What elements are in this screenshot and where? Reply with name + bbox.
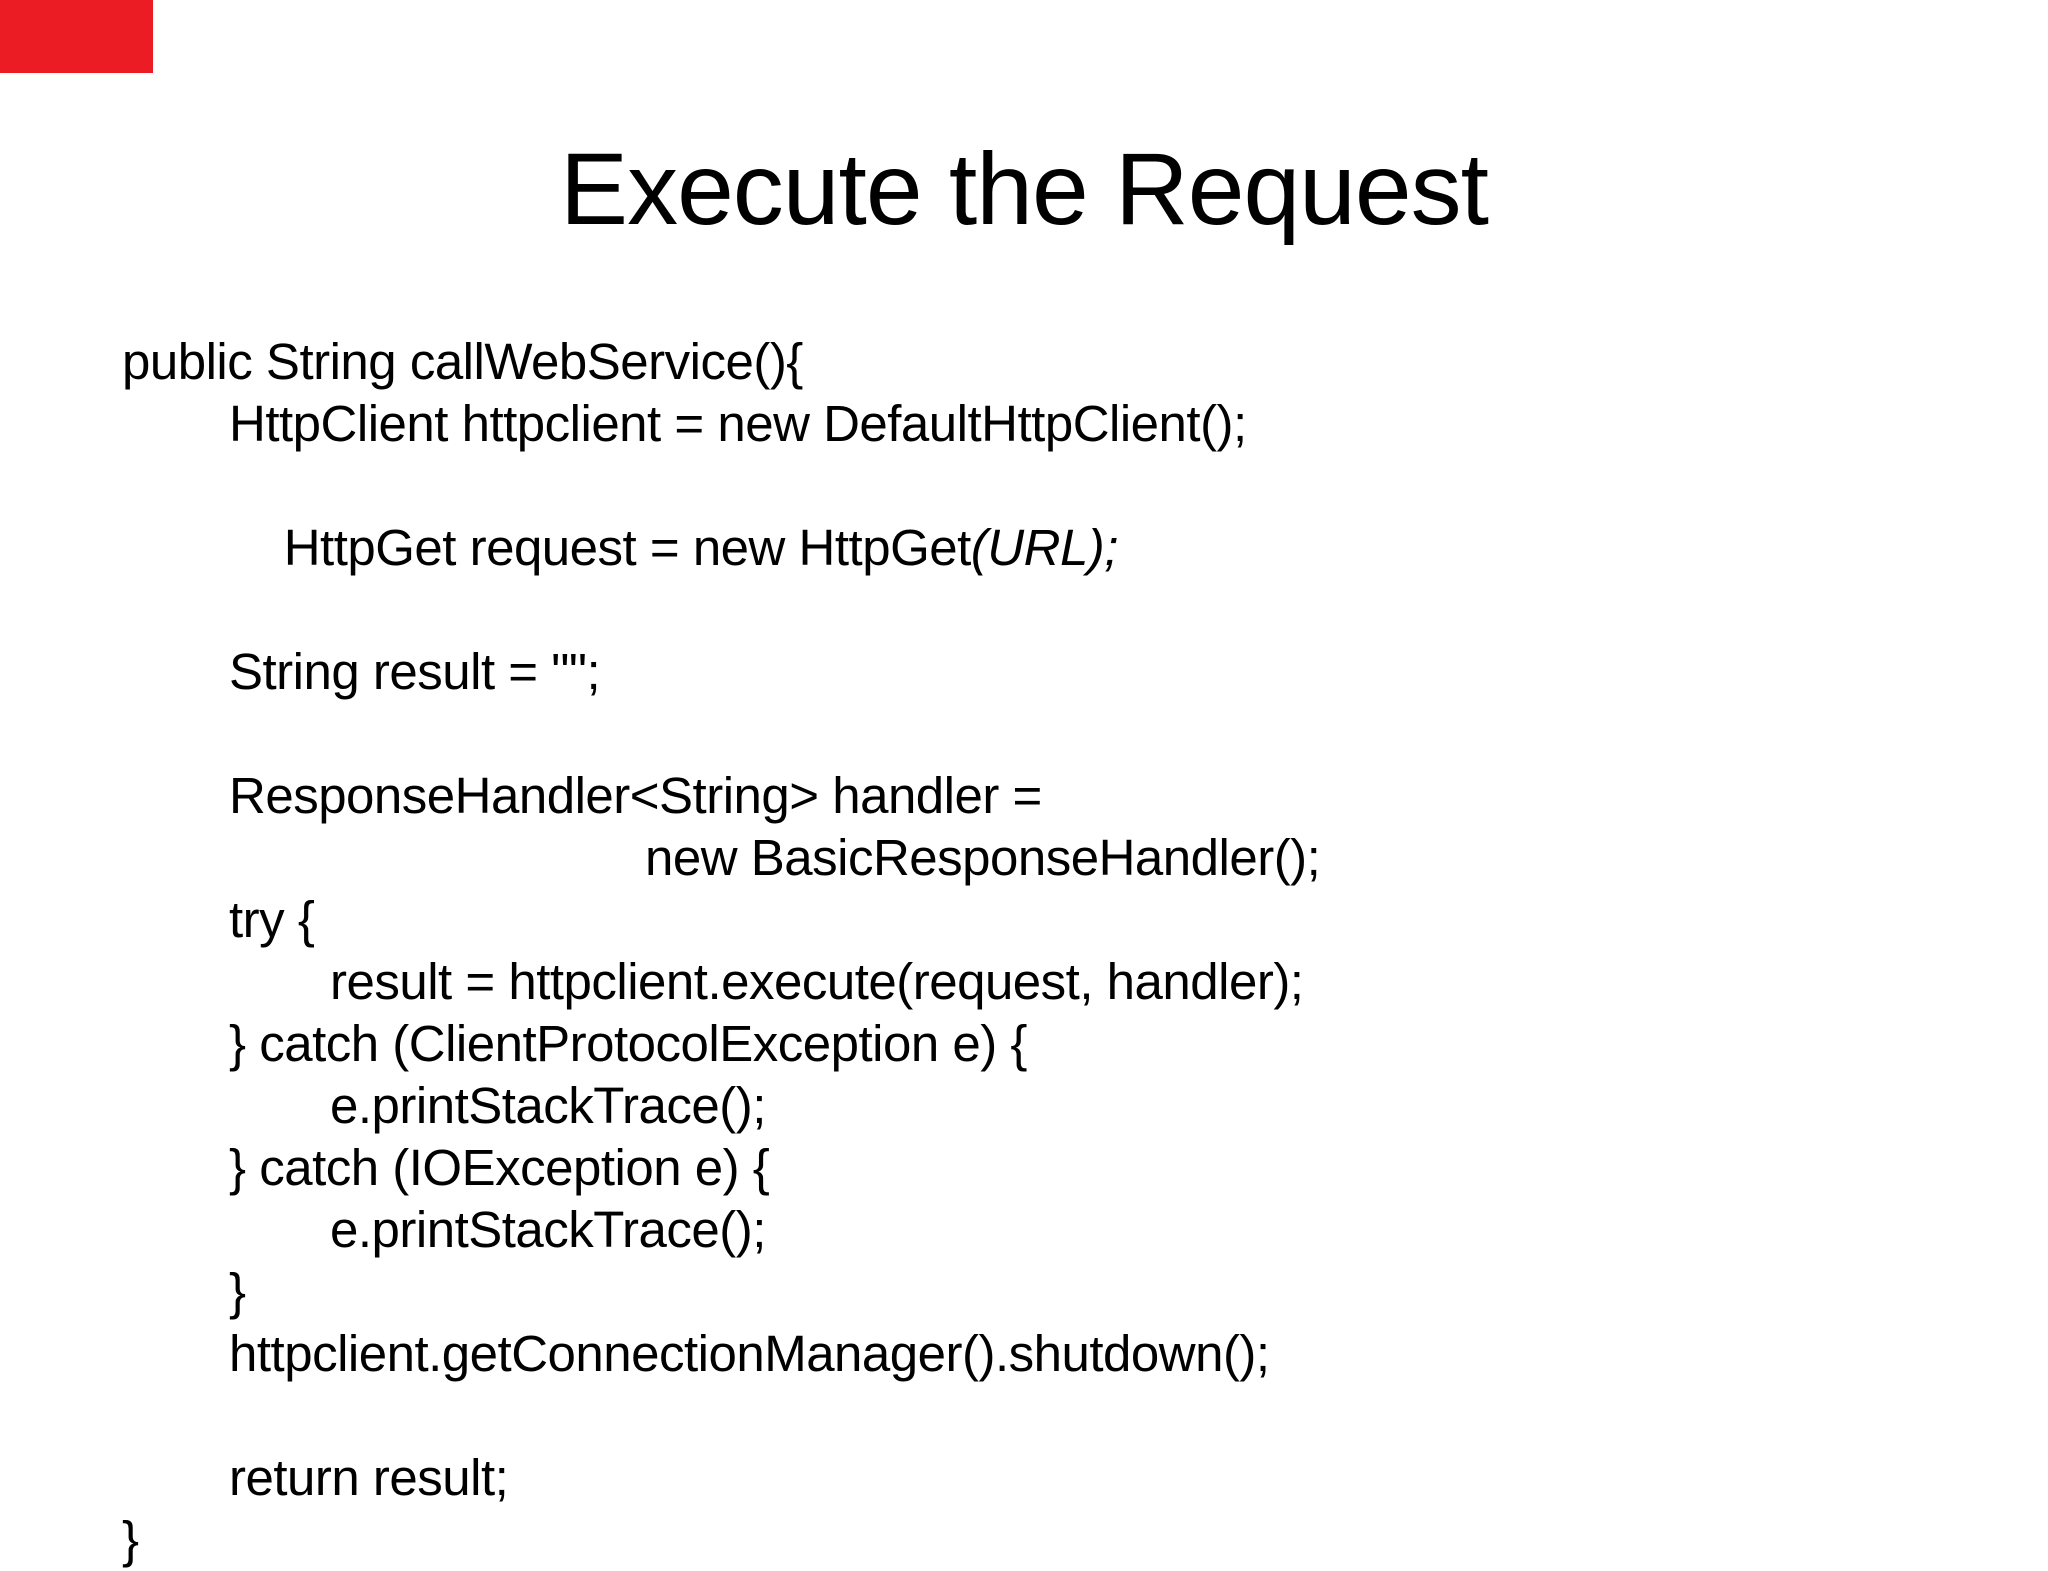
code-blank-line — [122, 703, 1320, 765]
code-line: HttpClient httpclient = new DefaultHttpC… — [229, 395, 1247, 452]
code-line: result = httpclient.execute(request, han… — [330, 953, 1304, 1010]
code-line: httpclient.getConnectionManager().shutdo… — [229, 1325, 1270, 1382]
code-block: public String callWebService(){ HttpClie… — [122, 331, 1321, 1571]
code-line: } — [229, 1263, 246, 1320]
code-line: new BasicResponseHandler(); — [645, 829, 1321, 886]
code-line: e.printStackTrace(); — [330, 1077, 766, 1134]
code-line: public String callWebService(){ — [122, 333, 803, 390]
code-italic-url: (URL); — [970, 519, 1119, 576]
code-line: } — [122, 1511, 139, 1568]
code-line: } catch (IOException e) { — [229, 1139, 770, 1196]
code-blank-line — [122, 1385, 1320, 1447]
code-line: try { — [229, 891, 315, 948]
code-line: ResponseHandler<String> handler = — [229, 767, 1042, 824]
code-line: } catch (ClientProtocolException e) { — [229, 1015, 1027, 1072]
code-line: HttpGet request = new HttpGet(URL); — [122, 455, 1320, 641]
code-line: return result; — [229, 1449, 509, 1506]
code-line: e.printStackTrace(); — [330, 1201, 766, 1258]
code-text: HttpGet request = new HttpGet — [283, 519, 972, 576]
red-corner-block — [0, 0, 153, 73]
code-line: String result = ""; — [229, 643, 601, 700]
slide-title: Execute the Request — [560, 132, 1489, 246]
